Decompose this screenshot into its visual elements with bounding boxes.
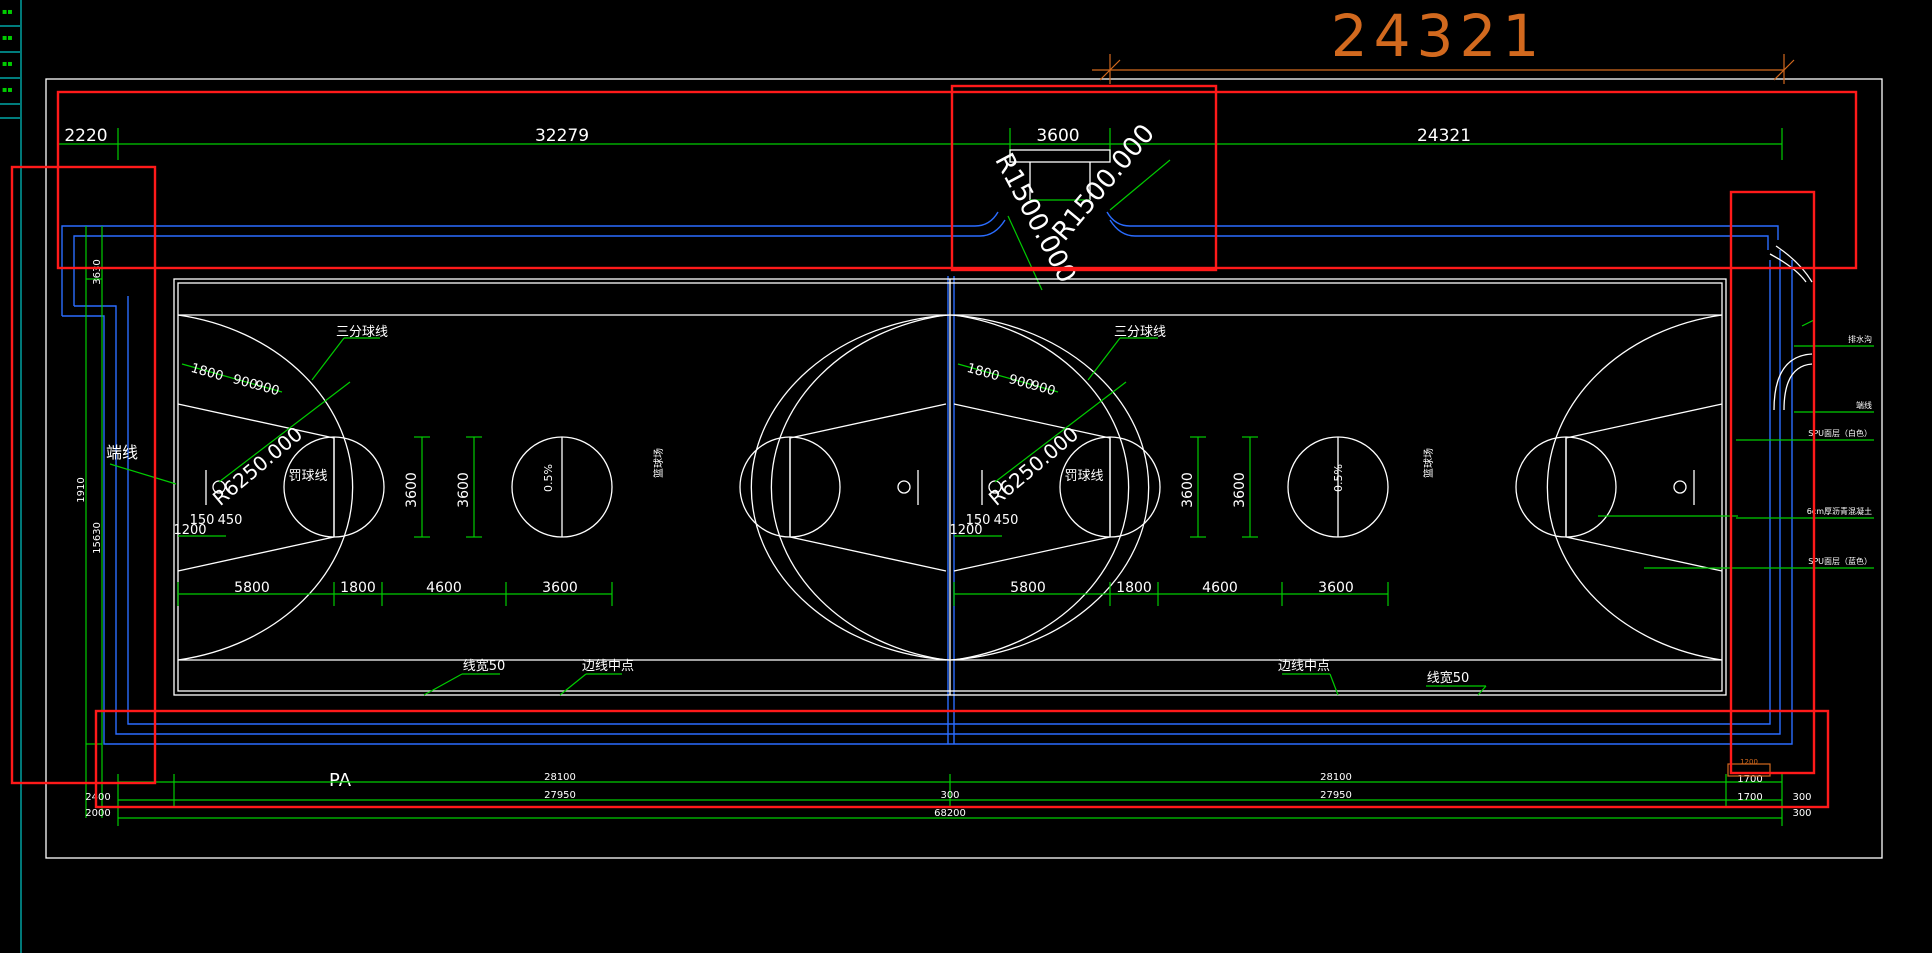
left-ruler: ▪▪ ▪▪ ▪▪ ▪▪	[0, 0, 22, 953]
dim-seg-900a-right: 900	[1007, 372, 1035, 393]
dim-300-mid: 300	[940, 790, 959, 801]
label-edge-mid-right: 边线中点	[1278, 659, 1330, 674]
dim-28100-right: 28100	[1320, 772, 1352, 783]
label-line-width-right: 线宽50	[1427, 670, 1470, 686]
dim-27950-left: 27950	[544, 790, 576, 801]
label-three-point-right: 三分球线	[1114, 325, 1166, 340]
label-pa: PA	[329, 770, 352, 791]
highlight-boxes	[10, 84, 1858, 809]
bottom-dimensions: 28100 28100 27950 27950 300 68200 2400 2…	[85, 758, 1812, 826]
label-edge-mid-left: 边线中点	[582, 659, 634, 674]
dim-seg-1800-left: 1800	[189, 361, 225, 385]
dim-32279: 32279	[535, 126, 589, 146]
svg-text:▪▪: ▪▪	[2, 59, 13, 68]
sheet-border	[45, 78, 1883, 859]
dim-3600: 3600	[1036, 126, 1079, 146]
dim-24321: 24321	[1417, 126, 1471, 146]
dim-2400: 2400	[85, 792, 110, 803]
dim-1200-small: 1200	[1740, 758, 1758, 766]
dim-27950-right: 27950	[1320, 790, 1352, 801]
label-free-throw-left: 罚球线	[288, 469, 327, 484]
court-outline	[173, 278, 1727, 696]
dim-1910: 1910	[76, 477, 87, 502]
measure-overlay: 24321	[1092, 2, 1795, 84]
dim-1700-b: 1700	[1737, 792, 1762, 803]
court-labels: 三分球线 三分球线 罚球线 罚球线 端线 线宽50 线宽50 边线中点 边线中点…	[106, 325, 1487, 791]
highlight-top-band[interactable]	[56, 90, 1858, 270]
dim-150-right: 150	[966, 513, 991, 528]
dim-seg-900b-left: 900	[253, 378, 281, 399]
right-legend: 排水沟 端线 SPU面层（白色） 6cm厚沥青混凝土 SPU面层（蓝色）	[1598, 319, 1874, 569]
svg-text:▪▪: ▪▪	[2, 33, 13, 42]
court-half-right	[953, 314, 1723, 661]
track-lines	[61, 149, 1813, 745]
dim-3600-a-left: 3600	[404, 472, 420, 508]
dim-150-left: 150	[190, 513, 215, 528]
label-slope-right: 0.5%	[1332, 464, 1345, 492]
dim-5800-left: 5800	[234, 580, 270, 596]
legend-asphalt: 6cm厚沥青混凝土	[1807, 506, 1872, 516]
dim-3600-b-right: 3600	[1232, 472, 1248, 508]
legend-spu-white: SPU面层（白色）	[1808, 428, 1872, 438]
court-half-left	[177, 314, 947, 661]
dim-3600-a-right: 3600	[1180, 472, 1196, 508]
highlight-bottom-band[interactable]	[94, 709, 1830, 809]
dim-300-b: 300	[1792, 808, 1811, 819]
dim-seg-900a-left: 900	[231, 372, 259, 393]
dim-4600-right: 4600	[1202, 580, 1238, 596]
dim-1200-left: 1200	[173, 523, 206, 538]
dim-1700-a: 1700	[1737, 774, 1762, 785]
svg-text:▪▪: ▪▪	[2, 7, 13, 16]
dim-1800-right: 1800	[1116, 580, 1152, 596]
label-free-throw-right: 罚球线	[1064, 469, 1103, 484]
label-slope-left: 0.5%	[542, 464, 555, 492]
dim-3630: 3630	[92, 259, 103, 284]
dim-1800-left: 1800	[340, 580, 376, 596]
highlight-right-band[interactable]	[1729, 190, 1816, 775]
legend-drain: 排水沟	[1848, 334, 1872, 344]
dim-5800-right: 5800	[1010, 580, 1046, 596]
dim-3600-bottom-left: 3600	[542, 580, 578, 596]
label-center-right: 篮球场	[1422, 448, 1435, 478]
label-center-left: 篮球场	[652, 448, 665, 478]
svg-text:▪▪: ▪▪	[2, 85, 13, 94]
dim-1200-right: 1200	[949, 523, 982, 538]
dim-15630: 15630	[92, 522, 103, 554]
legend-end-line: 端线	[1856, 400, 1872, 410]
dim-450-left: 450	[218, 513, 243, 528]
dim-300-a: 300	[1792, 792, 1811, 803]
highlight-left-band[interactable]	[10, 165, 157, 785]
highlight-drain-area[interactable]	[950, 84, 1218, 272]
dim-4600-left: 4600	[426, 580, 462, 596]
label-arc-radius-left: R6250.000	[208, 422, 307, 511]
label-arc-radius-right: R6250.000	[984, 422, 1083, 511]
dim-seg-900b-right: 900	[1029, 378, 1057, 399]
dim-3600-bottom-right: 3600	[1318, 580, 1354, 596]
label-three-point-left: 三分球线	[336, 325, 388, 340]
left-dimensions: 3630 1910 15630	[76, 226, 103, 818]
dim-2000: 2000	[85, 808, 110, 819]
label-line-width-left: 线宽50	[463, 658, 506, 674]
top-dimension-line: 2220 32279 3600 24321	[58, 126, 1783, 160]
dim-2220: 2220	[64, 126, 107, 146]
label-end-line: 端线	[106, 443, 138, 462]
dim-seg-1800-right: 1800	[965, 361, 1001, 385]
legend-spu-blue: SPU面层（蓝色）	[1808, 556, 1872, 566]
dim-68200: 68200	[934, 808, 966, 819]
dim-450-right: 450	[994, 513, 1019, 528]
dim-28100-left: 28100	[544, 772, 576, 783]
measure-value: 24321	[1331, 2, 1546, 70]
dim-3600-b-left: 3600	[456, 472, 472, 508]
